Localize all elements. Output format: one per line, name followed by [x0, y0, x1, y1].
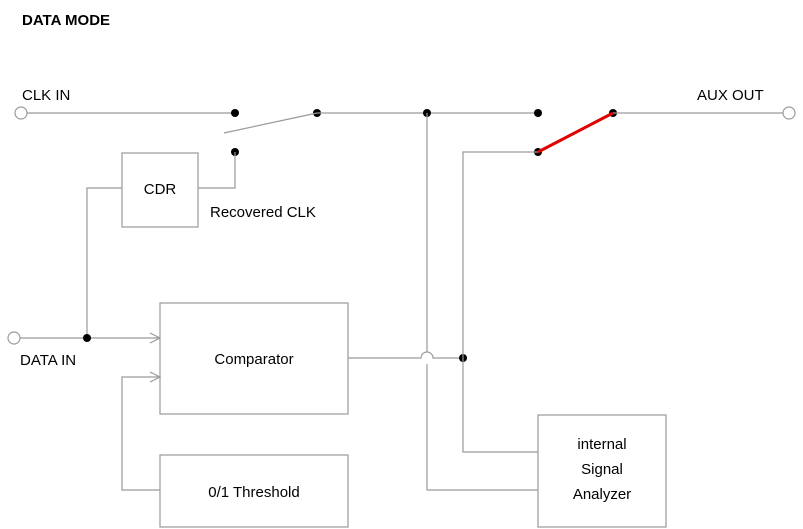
- data-to-aux-wire: [462, 151, 538, 358]
- threshold-arrow: [149, 371, 162, 383]
- analyzer-label-line2: Signal: [581, 461, 623, 478]
- threshold-block: [159, 454, 349, 528]
- cdr-label: CDR: [144, 181, 177, 198]
- analyzer-label-line3: Analyzer: [573, 486, 631, 503]
- junction-data-in: [83, 334, 91, 342]
- data-in-label: DATA IN: [20, 352, 76, 369]
- aux-switch-arm-active: [537, 111, 614, 154]
- threshold-label: 0/1 Threshold: [208, 484, 299, 501]
- comparator-block: [159, 302, 349, 415]
- diagram-title: DATA MODE: [22, 12, 110, 29]
- analyzer-label-line1: internal: [577, 436, 626, 453]
- aux-out-terminal: [782, 106, 796, 120]
- input-switch-arm: [223, 112, 318, 134]
- clk-in-terminal: [14, 106, 28, 120]
- recovered-clk-label: Recovered CLK: [210, 204, 316, 221]
- bus-drop-lower: [426, 364, 538, 491]
- switch-contact-clk: [231, 109, 239, 117]
- cdr-block: [121, 152, 199, 228]
- cdr-input-wire: [86, 187, 122, 338]
- threshold-wire: [121, 376, 160, 491]
- comparator-label: Comparator: [214, 351, 293, 368]
- aux-out-label: AUX OUT: [697, 87, 764, 104]
- signal-analyzer-block: [537, 414, 667, 528]
- data-to-analyzer-wire: [462, 358, 538, 453]
- comparator-output-wire: [348, 351, 463, 359]
- data-in-terminal: [7, 331, 21, 345]
- cdr-output-wire: [198, 152, 236, 189]
- clk-in-label: CLK IN: [22, 87, 70, 104]
- aux-switch-contact-clk: [534, 109, 542, 117]
